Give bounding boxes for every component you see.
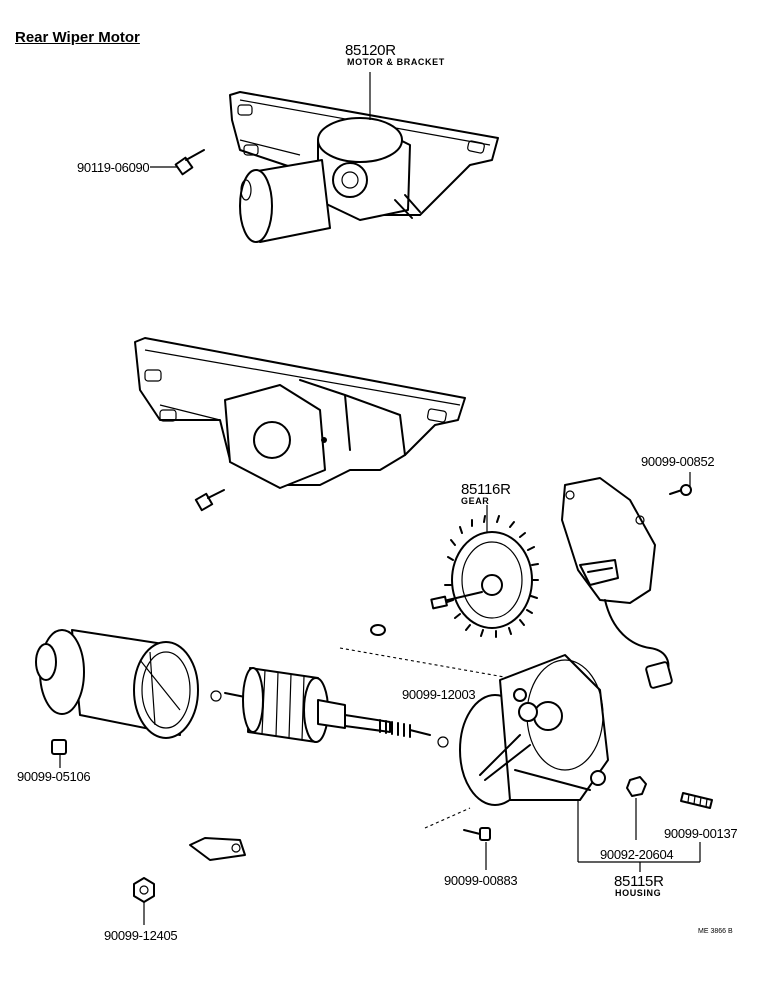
part-number-stud: 90099-00137 bbox=[664, 826, 738, 841]
part-desc-motor-bracket: MOTOR & BRACKET bbox=[347, 57, 445, 67]
gear-85116r bbox=[430, 505, 539, 638]
part-number-gear: 85116R bbox=[461, 481, 511, 498]
bolt-90119-06090 bbox=[150, 149, 205, 176]
ring-left bbox=[210, 690, 222, 702]
leader-washer bbox=[339, 647, 511, 679]
stud-90099-00137 bbox=[680, 792, 713, 809]
screw-90099-00852 bbox=[669, 472, 692, 496]
screw-90099-00883 bbox=[424, 807, 491, 870]
part-number-clip: 90099-05106 bbox=[17, 769, 91, 784]
armature bbox=[224, 667, 431, 743]
part-number-nut-bottom: 90099-12405 bbox=[104, 928, 178, 943]
housing-leader bbox=[577, 798, 701, 872]
nut-90099-12405 bbox=[133, 877, 155, 925]
part-number-nut: 90092-20604 bbox=[600, 847, 674, 862]
part-number-housing: 85115R bbox=[614, 873, 664, 890]
part-number-screw-right: 90099-00852 bbox=[641, 454, 715, 469]
bracket-bolt bbox=[194, 489, 225, 512]
part-number-bolt-top: 90119-06090 bbox=[77, 160, 150, 175]
motor-bracket-assembly bbox=[229, 72, 499, 243]
ring-right bbox=[437, 736, 449, 748]
clip-90099-05106 bbox=[51, 739, 67, 768]
part-number-washer: 90099-12003 bbox=[402, 687, 476, 702]
part-desc-housing: HOUSING bbox=[615, 888, 662, 898]
nut-90092-20604 bbox=[626, 776, 647, 797]
small-bracket-clip bbox=[189, 837, 246, 861]
motor-yoke bbox=[35, 629, 199, 739]
washer bbox=[370, 624, 386, 636]
diagram-title: Rear Wiper Motor bbox=[15, 29, 140, 46]
part-number-screw-bottom: 90099-00883 bbox=[444, 873, 518, 888]
bracket bbox=[134, 337, 466, 489]
part-number-motor-bracket: 85120R bbox=[345, 42, 396, 59]
housing-cover bbox=[561, 477, 673, 689]
part-desc-gear: GEAR bbox=[461, 496, 490, 506]
housing-85115r bbox=[459, 654, 609, 806]
reference-code: ME 3866 B bbox=[698, 928, 733, 935]
